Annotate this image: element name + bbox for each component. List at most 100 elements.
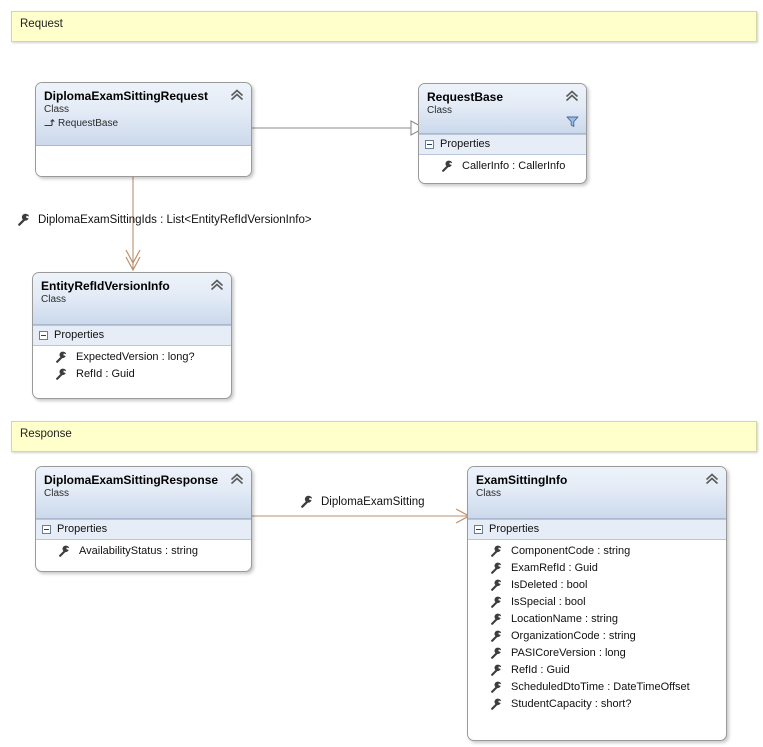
compartment-title-label: Properties [57,523,108,535]
collapse-toggle-icon[interactable] [425,140,434,149]
member-list: AvailabilityStatus : string [36,540,251,563]
class-kind: Class [476,488,502,499]
property-wrench-icon [301,495,313,508]
class-kind: Class [44,104,70,115]
compartment-title-label: Properties [54,329,105,341]
list-item[interactable]: LocationName : string [468,610,726,627]
compartment-title-label: Properties [489,523,540,535]
list-item[interactable]: CallerInfo : CallerInfo [419,157,586,174]
list-item[interactable]: RefId : Guid [33,365,231,382]
class-diploma-exam-sitting-response[interactable]: DiplomaExamSittingResponse Class Propert… [35,466,252,572]
compartment-header-properties[interactable]: Properties [468,519,726,540]
class-header[interactable]: DiplomaExamSittingResponse Class [36,467,251,519]
association-label-text: DiplomaExamSittingIds : List<EntityRefId… [38,213,312,226]
member-label: ScheduledDtoTime : DateTimeOffset [511,680,690,693]
class-name: EntityRefIdVersionInfo [41,279,170,293]
member-label: AvailabilityStatus : string [79,544,199,557]
compartment-header-properties[interactable]: Properties [36,519,251,540]
collapse-toggle-icon[interactable] [474,525,483,534]
class-name: DiplomaExamSittingRequest [44,89,209,103]
empty-members-compartment [36,146,251,176]
property-wrench-icon [56,368,67,380]
property-wrench-icon [491,562,502,574]
class-kind: Class [427,105,453,116]
member-label: ComponentCode : string [511,544,631,557]
member-label: IsDeleted : bool [511,578,588,591]
class-diploma-exam-sitting-request[interactable]: DiplomaExamSittingRequest Class RequestB… [35,82,252,177]
member-list: CallerInfo : CallerInfo [419,155,586,178]
list-item[interactable]: ComponentCode : string [468,542,726,559]
member-label: StudentCapacity : short? [511,697,632,710]
class-kind: Class [41,294,67,305]
collapse-toggle-icon[interactable] [39,331,48,340]
member-label: RefId : Guid [511,663,570,676]
list-item[interactable]: PASICoreVersion : long [468,644,726,661]
member-label: IsSpecial : bool [511,595,586,608]
property-wrench-icon [491,698,502,710]
list-item[interactable]: StudentCapacity : short? [468,695,726,712]
class-name: DiplomaExamSittingResponse [44,473,219,487]
section-banner-response: Response [11,421,757,452]
association-label-text: DiplomaExamSitting [321,495,425,508]
compartment-title-label: Properties [440,138,491,150]
connector-association-response-to-examsittinginfo [252,508,471,524]
chevron-up-icon[interactable] [230,473,244,485]
member-label: RefId : Guid [76,367,135,380]
compartment-header-properties[interactable]: Properties [419,134,586,155]
class-header[interactable]: EntityRefIdVersionInfo Class [33,273,231,325]
association-label-diploma-exam-sitting: DiplomaExamSitting [300,495,425,508]
property-wrench-icon [442,160,453,172]
inheritance-arrow-icon [44,119,55,127]
member-list: ExpectedVersion : long? RefId : Guid [33,346,231,386]
section-banner-request-label: Request [20,18,63,30]
class-kind: Class [44,488,70,499]
member-label: ExpectedVersion : long? [76,350,195,363]
property-wrench-icon [491,664,502,676]
member-label: OrganizationCode : string [511,629,636,642]
list-item[interactable]: ExamRefId : Guid [468,559,726,576]
property-wrench-icon [56,351,67,363]
property-wrench-icon [491,596,502,608]
list-item[interactable]: OrganizationCode : string [468,627,726,644]
member-label: ExamRefId : Guid [511,561,598,574]
property-wrench-icon [491,681,502,693]
property-wrench-icon [18,213,30,226]
list-item[interactable]: ExpectedVersion : long? [33,348,231,365]
class-header[interactable]: RequestBase Class [419,84,586,134]
chevron-up-icon[interactable] [230,89,244,101]
list-item[interactable]: IsSpecial : bool [468,593,726,610]
class-base-type-label: RequestBase [58,118,119,129]
chevron-up-icon[interactable] [705,473,719,485]
member-label: CallerInfo : CallerInfo [462,159,566,172]
member-list: ComponentCode : string ExamRefId : Guid … [468,540,726,716]
property-wrench-icon [491,613,502,625]
section-banner-response-label: Response [20,428,72,440]
class-name: ExamSittingInfo [476,473,568,487]
class-entity-refid-version-info[interactable]: EntityRefIdVersionInfo Class Properties … [32,272,232,399]
list-item[interactable]: RefId : Guid [468,661,726,678]
section-banner-request: Request [11,11,757,42]
list-item[interactable]: AvailabilityStatus : string [36,542,251,559]
association-label-diploma-exam-sitting-ids: DiplomaExamSittingIds : List<EntityRefId… [17,213,312,226]
property-wrench-icon [491,647,502,659]
chevron-up-icon[interactable] [210,279,224,291]
list-item[interactable]: ScheduledDtoTime : DateTimeOffset [468,678,726,695]
class-header[interactable]: DiplomaExamSittingRequest Class RequestB… [36,83,251,146]
member-label: PASICoreVersion : long [511,646,626,659]
class-name: RequestBase [427,90,504,104]
chevron-up-icon[interactable] [565,90,579,102]
property-wrench-icon [491,545,502,557]
list-item[interactable]: IsDeleted : bool [468,576,726,593]
property-wrench-icon [59,545,70,557]
property-wrench-icon [491,579,502,591]
funnel-icon[interactable] [566,115,579,128]
class-base-type: RequestBase [44,117,243,130]
connector-inheritance-request-to-requestbase [252,120,426,136]
member-label: LocationName : string [511,612,618,625]
class-header[interactable]: ExamSittingInfo Class [468,467,726,519]
class-request-base[interactable]: RequestBase Class Properties CallerInfo … [418,83,587,184]
collapse-toggle-icon[interactable] [42,525,51,534]
class-exam-sitting-info[interactable]: ExamSittingInfo Class Properties Compone… [467,466,727,741]
property-wrench-icon [491,630,502,642]
compartment-header-properties[interactable]: Properties [33,325,231,346]
